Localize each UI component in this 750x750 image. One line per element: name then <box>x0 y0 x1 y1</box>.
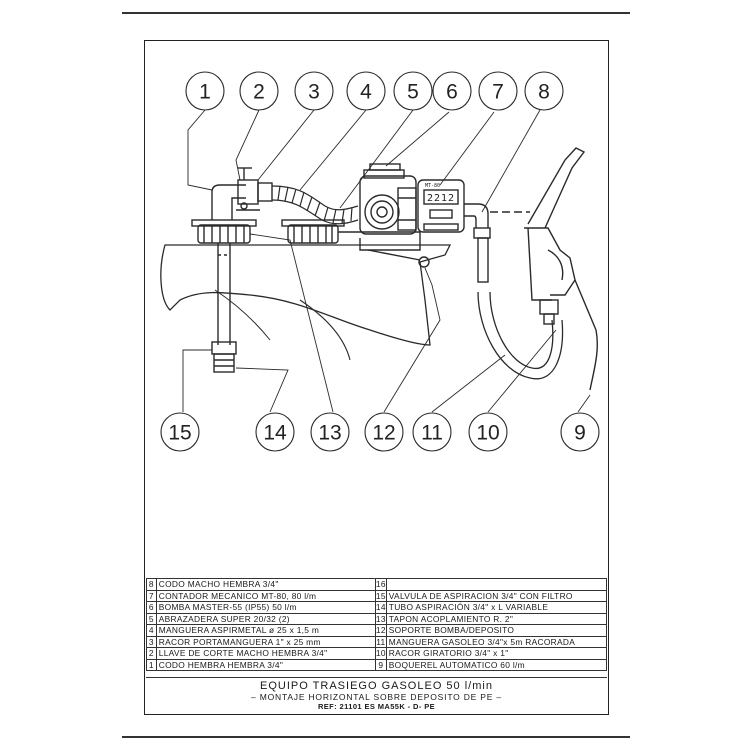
bom-item-description: BOQUEREL AUTOMATICO 60 l/m <box>385 658 608 671</box>
bom-item-number: 11 <box>374 635 387 648</box>
bom-item-description: VALVULA DE ASPIRACION 3/4" CON FILTRO <box>385 589 608 602</box>
bom-item-description: RACOR PORTAMANGUERA 1" x 25 mm <box>155 635 376 648</box>
bom-item-number: 16 <box>374 578 387 591</box>
assembly-drawing: 1 2 3 4 5 6 7 8 15 14 13 12 11 10 9 MT-8… <box>160 71 600 452</box>
bom-item-description: CONTADOR MECANICO MT-80, 80 l/m <box>155 589 376 602</box>
bom-item-description: CODO HEMBRA HEMBRA 3/4" <box>155 658 376 671</box>
callout-6: 6 <box>446 81 458 104</box>
callout-4: 4 <box>360 81 372 104</box>
bom-item-description: LLAVE DE CORTE MACHO HEMBRA 3/4" <box>155 647 376 660</box>
bottom-rule <box>122 736 630 738</box>
bom-item-number: 1 <box>146 658 157 671</box>
bom-item-number: 14 <box>374 601 387 614</box>
bom-item-description: RACOR GIRATORIO 3/4" x 1" <box>385 647 608 660</box>
suction-tube <box>217 243 231 345</box>
callout-leaders <box>182 109 591 413</box>
suction-hose <box>271 185 359 225</box>
callout-circles-bottom <box>160 412 600 452</box>
fuel-hose <box>477 291 564 380</box>
callout-2: 2 <box>253 81 265 104</box>
drawing-subtitle: – MONTAJE HORIZONTAL SOBRE DEPOSITO DE P… <box>251 692 502 702</box>
callout-12: 12 <box>372 422 395 445</box>
bom-item-description: TAPON ACOPLAMIENTO R. 2" <box>385 612 608 625</box>
callout-9: 9 <box>574 422 586 445</box>
callout-3: 3 <box>308 81 320 104</box>
bom-item-number: 10 <box>374 647 387 660</box>
bom-item-description: MANGUERA ASPIRMETAL ø 25 x 1,5 m <box>155 624 376 637</box>
top-rule <box>122 12 630 14</box>
coupling-cap-right <box>281 219 345 244</box>
callout-7: 7 <box>492 81 504 104</box>
bom-item-number: 13 <box>374 612 387 625</box>
drawing-reference: REF: 21101 ES MA55K - D- PE <box>317 702 436 711</box>
elbow-and-valve <box>211 167 273 220</box>
callout-1: 1 <box>199 81 211 104</box>
pump-support <box>338 231 430 268</box>
title-block: EQUIPO TRASIEGO GASOLEO 50 l/min – MONTA… <box>146 677 607 715</box>
bom-item-description: SOPORTE BOMBA/DEPOSITO <box>385 624 608 637</box>
callout-5: 5 <box>407 81 419 104</box>
bom-item-number: 2 <box>146 647 157 660</box>
bom-item-number: 12 <box>374 624 387 637</box>
drawing-title: EQUIPO TRASIEGO GASOLEO 50 l/min <box>260 680 493 692</box>
bom-item-number: 3 <box>146 635 157 648</box>
outlet-elbow <box>464 203 530 283</box>
bom-item-description: ABRAZADERA SUPER 20/32 (2) <box>155 612 376 625</box>
bom-item-number: 5 <box>146 612 157 625</box>
bom-item-number: 7 <box>146 589 157 602</box>
meter-model-label: MT-80 <box>425 183 440 189</box>
pump-body <box>359 163 417 235</box>
coupling-cap-left <box>191 219 257 244</box>
callout-14: 14 <box>263 422 287 445</box>
bom-item-number: 4 <box>146 624 157 637</box>
callout-13: 13 <box>318 422 341 445</box>
bom-item-number: 15 <box>374 589 387 602</box>
bom-item-description: CODO MACHO HEMBRA 3/4" <box>155 578 376 591</box>
callout-circles-top <box>185 71 564 111</box>
bom-item-description: TUBO ASPIRACIÓN 3/4" x L VARIABLE <box>385 601 608 614</box>
tank-outline <box>160 244 452 346</box>
flow-meter <box>417 179 465 233</box>
meter-digits: 2212 <box>427 193 455 204</box>
bom-item-description: BOMBA MASTER-55 (IP55) 50 l/m <box>155 601 376 614</box>
callout-8: 8 <box>538 81 550 104</box>
nozzle <box>524 147 599 391</box>
callout-11: 11 <box>421 422 443 445</box>
bom-item-number: 6 <box>146 601 157 614</box>
drawing-frame <box>144 40 609 715</box>
bom-item-number: 9 <box>374 658 387 671</box>
foot-valve <box>211 341 237 373</box>
callout-10: 10 <box>476 422 499 445</box>
bom-item-description: MANGUERA GASOLEO 3/4"x 5m RACORADA <box>385 635 608 648</box>
bom-item-description <box>385 578 608 591</box>
bom-item-number: 8 <box>146 578 157 591</box>
callout-15: 15 <box>168 422 191 445</box>
